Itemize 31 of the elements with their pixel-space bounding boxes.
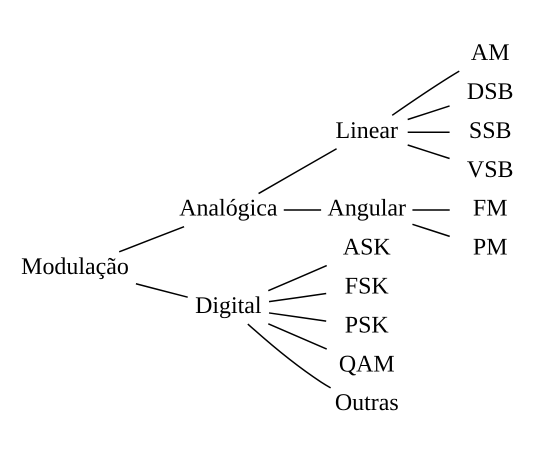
- node-text: SSB: [468, 118, 512, 144]
- connector: [412, 224, 450, 238]
- node-text: Angular: [328, 196, 406, 222]
- node-text: Linear: [336, 118, 398, 144]
- connector: [392, 70, 460, 116]
- node-text: FM: [472, 196, 508, 222]
- connector: [268, 264, 328, 292]
- node-text: DSB: [466, 79, 514, 106]
- connector: [118, 226, 184, 253]
- connector: [268, 312, 326, 322]
- connector: [412, 209, 450, 211]
- node-text: PSK: [344, 312, 389, 338]
- node-text: Outras: [334, 390, 399, 416]
- connector: [407, 144, 450, 160]
- node-text: Analógica: [179, 196, 278, 222]
- node-text: FSK: [344, 274, 389, 300]
- connector: [136, 283, 188, 298]
- node-text: Digital: [195, 292, 262, 319]
- connector: [247, 323, 332, 389]
- node-text: PM: [472, 234, 508, 261]
- node-text: QAM: [338, 351, 395, 378]
- connector: [268, 292, 326, 302]
- node-text: ASK: [342, 234, 391, 261]
- connector: [408, 132, 450, 133]
- node-text: AM: [470, 40, 510, 66]
- connector: [407, 105, 450, 120]
- node-text: VSB: [466, 156, 514, 183]
- connector: [258, 148, 337, 194]
- node-text: Modulação: [21, 254, 129, 280]
- connector: [284, 209, 322, 211]
- connector: [268, 323, 328, 350]
